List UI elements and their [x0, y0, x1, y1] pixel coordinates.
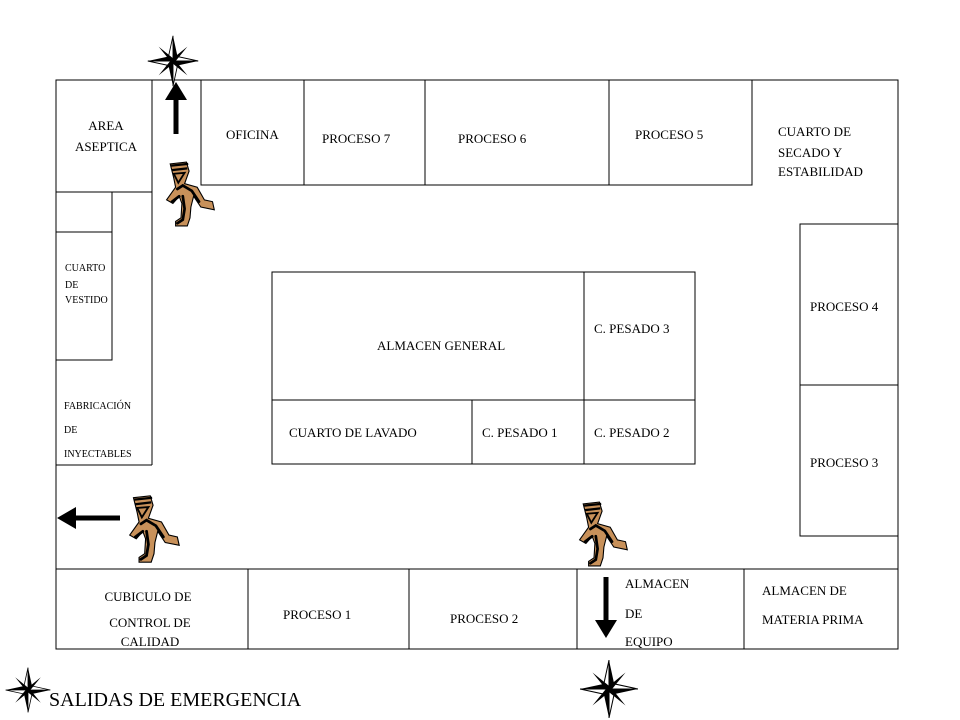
room-label: EQUIPO: [625, 634, 673, 649]
room-label: SECADO Y: [778, 145, 843, 160]
room-label: CUARTO DE: [778, 124, 851, 139]
exit-arrow-icon: [165, 82, 187, 134]
room-c-pesado-1: C. PESADO 1: [482, 425, 558, 440]
room-c-pesado-2: C. PESADO 2: [594, 425, 670, 440]
room-label: DE: [65, 280, 78, 291]
room-proceso-5: [608, 79, 753, 186]
room-cuarto-lavado: CUARTO DE LAVADO: [289, 425, 417, 440]
exit-arrow-icon: [57, 507, 120, 529]
room-proceso-2: PROCESO 2: [450, 611, 518, 626]
central-block: [271, 271, 696, 465]
running-person-icon: [578, 500, 629, 568]
exit-arrow-icon: [595, 577, 617, 638]
compass-star-icon: [579, 659, 639, 719]
room-vestido-labels: CUARTO DE VESTIDO: [65, 263, 108, 306]
room-label: VESTIDO: [65, 295, 108, 306]
room-label: AREA: [88, 118, 124, 133]
room-cuarto-secado: CUARTO DE SECADO Y ESTABILIDAD: [778, 124, 863, 179]
room-proceso-1: PROCESO 1: [283, 607, 351, 622]
room-cubiculo-control: CUBICULO DE CONTROL DE CALIDAD: [104, 589, 191, 649]
room-area-aseptica: AREA ASEPTICA: [75, 118, 138, 154]
room-label: CUARTO: [65, 263, 105, 274]
room-label: DE: [64, 425, 77, 436]
room-label: PROCESO 4: [810, 299, 879, 314]
room-proceso-3: [799, 384, 899, 537]
room-label: CONTROL DE: [109, 615, 191, 630]
room-label: ASEPTICA: [75, 139, 138, 154]
room-label: FABRICACIÓN: [64, 400, 131, 412]
compass-star-icon: [147, 35, 199, 87]
room-label: ALMACEN: [625, 576, 690, 591]
room-label: PROCESO 7: [322, 131, 391, 146]
room-almacen-general: ALMACEN GENERAL: [377, 338, 505, 353]
room-label: PROCESO 6: [458, 131, 527, 146]
room-label: CUBICULO DE: [104, 589, 191, 604]
compass-star-icon: [5, 667, 51, 713]
room-almacen-materia-prima: ALMACEN DE MATERIA PRIMA: [762, 583, 864, 627]
room-label: INYECTABLES: [64, 449, 132, 460]
room-label: DE: [625, 606, 642, 621]
room-label: ESTABILIDAD: [778, 164, 863, 179]
room-label: ALMACEN DE: [762, 583, 847, 598]
running-person-icon: [165, 160, 216, 228]
room-label: MATERIA PRIMA: [762, 612, 864, 627]
room-label: CALIDAD: [121, 634, 180, 649]
room-almacen-equipo: ALMACEN DE EQUIPO: [625, 576, 690, 649]
room-c-pesado-3: C. PESADO 3: [594, 321, 670, 336]
room-label: OFICINA: [226, 127, 279, 142]
room-fabricacion-inyectables: FABRICACIÓN DE INYECTABLES: [64, 400, 132, 460]
room-label: PROCESO 5: [635, 127, 703, 142]
legend-label: SALIDAS DE EMERGENCIA: [49, 689, 302, 711]
room-label: PROCESO 3: [810, 455, 878, 470]
room-cuarto-vestido: [55, 231, 113, 361]
running-person-icon: [128, 494, 181, 564]
